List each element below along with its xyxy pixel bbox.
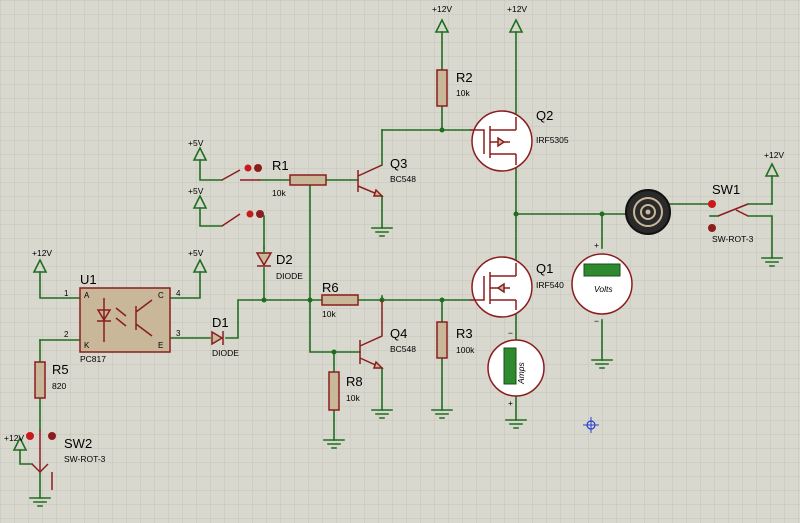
pin-number: 4: [176, 289, 181, 298]
power-rail-12v-q2[interactable]: +12V: [507, 4, 527, 33]
ground-icon: [371, 409, 393, 419]
ammeter-display: [503, 347, 517, 385]
rail-label: +12V: [4, 433, 24, 443]
power-rail-12v-r2[interactable]: +12V: [432, 4, 452, 33]
wires: [19, 31, 773, 499]
pin-number: 2: [64, 330, 69, 339]
power-rail-5v-mid[interactable]: +5V: [188, 186, 208, 209]
ground-icon: [761, 257, 783, 267]
optocoupler-u1[interactable]: U1 PC817 1 2 3 4 A K C E: [64, 272, 181, 364]
ground-icon: [591, 359, 613, 369]
meter-unit: Amps: [516, 362, 526, 385]
ref-label: Q1: [536, 261, 553, 276]
meter-plus: +: [594, 240, 599, 250]
ref-label: R5: [52, 362, 69, 377]
part-label: BC548: [390, 174, 416, 184]
ref-label: Q2: [536, 108, 553, 123]
ref-label: R1: [272, 158, 289, 173]
resistor-r5[interactable]: R5 820: [34, 361, 69, 399]
ground-icon: [323, 439, 345, 449]
ref-label: R6: [322, 280, 339, 295]
logic-switch-top[interactable]: [221, 164, 262, 181]
value-label: 10k: [456, 88, 470, 98]
value-label: 10k: [322, 309, 336, 319]
pin-letter: C: [158, 291, 164, 300]
pin-letter: K: [84, 341, 90, 350]
rotary-switch-sw2[interactable]: SW2 SW-ROT-3: [26, 430, 106, 490]
part-label: SW-ROT-3: [64, 454, 106, 464]
resistor-r8[interactable]: R8 10k: [328, 371, 363, 411]
part-label: DIODE: [212, 348, 239, 358]
ref-label: SW1: [712, 182, 740, 197]
value-label: 10k: [346, 393, 360, 403]
resistor-r1[interactable]: R1 10k: [272, 158, 327, 198]
value-label: 10k: [272, 188, 286, 198]
resistor-r3[interactable]: R3 100k: [436, 321, 475, 359]
pin-letter: A: [84, 291, 90, 300]
rail-label: +12V: [764, 150, 784, 160]
mosfet-q1[interactable]: Q1 IRF540: [470, 256, 564, 318]
ref-label: Q3: [390, 156, 407, 171]
diode-d2[interactable]: D2 DIODE: [255, 247, 303, 281]
ammeter[interactable]: Amps − +: [487, 328, 545, 408]
ref-label: R3: [456, 326, 473, 341]
resistor-r6[interactable]: R6 10k: [321, 280, 359, 319]
pin-number: 3: [176, 329, 181, 338]
diode-d1[interactable]: D1 DIODE: [211, 315, 239, 358]
part-label: IRF540: [536, 280, 564, 290]
transistor-q4[interactable]: Q4 BC548: [359, 300, 416, 369]
rail-label: +12V: [507, 4, 527, 14]
ground-icon: [371, 227, 393, 237]
junction-dots: [261, 127, 605, 355]
resistor-r2[interactable]: R2 10k: [436, 69, 473, 107]
meter-minus: −: [508, 328, 513, 338]
meter-minus: −: [594, 316, 599, 326]
value-label: 100k: [456, 345, 475, 355]
ref-label: U1: [80, 272, 97, 287]
part-label: SW-ROT-3: [712, 234, 754, 244]
part-label: BC548: [390, 344, 416, 354]
motor[interactable]: [625, 189, 671, 235]
rail-label: +5V: [188, 248, 204, 258]
ground-icon: [505, 419, 527, 429]
power-rail-5v-top[interactable]: +5V: [188, 138, 208, 161]
transistor-q3[interactable]: Q3 BC548: [357, 156, 416, 197]
pin-letter: E: [158, 341, 163, 350]
meter-unit: Volts: [594, 284, 613, 294]
rail-label: +5V: [188, 138, 204, 148]
crosshair-cursor-icon: [583, 417, 599, 433]
part-label: DIODE: [276, 271, 303, 281]
ground-symbols: [29, 227, 783, 507]
ref-label: R8: [346, 374, 363, 389]
power-rail-12v-u1[interactable]: +12V: [32, 248, 52, 273]
rail-label: +12V: [32, 248, 52, 258]
meter-plus: +: [508, 398, 513, 408]
rail-label: +5V: [188, 186, 204, 196]
value-label: 820: [52, 381, 66, 391]
power-rail-12v-sw1[interactable]: +12V: [764, 150, 784, 177]
rotary-switch-sw1[interactable]: SW1 SW-ROT-3: [708, 182, 754, 244]
voltmeter[interactable]: Volts + −: [571, 240, 633, 326]
ref-label: Q4: [390, 326, 407, 341]
rail-label: +12V: [432, 4, 452, 14]
pin-number: 1: [64, 289, 69, 298]
logic-switch-mid[interactable]: [221, 210, 264, 227]
voltmeter-display: [583, 263, 621, 277]
ref-label: SW2: [64, 436, 92, 451]
ground-icon: [431, 409, 453, 419]
ref-label: D2: [276, 252, 293, 267]
power-rail-5v-u1[interactable]: +5V: [188, 248, 208, 273]
ground-icon: [29, 497, 51, 507]
power-rail-12v-sw2[interactable]: +12V: [4, 433, 28, 451]
ref-label: D1: [212, 315, 229, 330]
ref-label: R2: [456, 70, 473, 85]
part-label: IRF5305: [536, 135, 569, 145]
mosfet-q2[interactable]: Q2 IRF5305: [470, 108, 569, 172]
part-label: PC817: [80, 354, 106, 364]
